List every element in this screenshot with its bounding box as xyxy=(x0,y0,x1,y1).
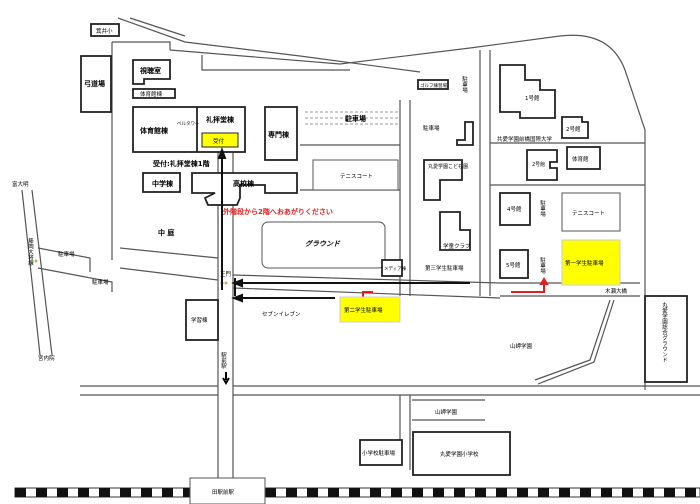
arrow-down-icon xyxy=(222,372,230,385)
bell-tower-label: ベルタワー xyxy=(177,120,200,127)
sports-ground-label: 丸愛学園総合グラウンド xyxy=(661,301,668,363)
tomi-label: 富大明 xyxy=(12,180,29,188)
minoi-elementary-label: 箕井小 xyxy=(96,27,113,35)
student-parking3-label: 第三学生駐車場 xyxy=(425,264,464,272)
bldg2c-label: 2号館 xyxy=(532,161,545,168)
junior-high-label: 中学棟 xyxy=(152,179,174,188)
to-station-label: 駅前駅 xyxy=(220,352,227,370)
yamazaki2-label: 山岬学園 xyxy=(435,408,458,416)
reception-label: 受付 xyxy=(213,137,225,145)
parking4-label: 駐車場 xyxy=(539,199,546,218)
courtyard-label: 中 庭 xyxy=(158,228,175,237)
railway-tie xyxy=(580,488,591,497)
golf-label: ゴルフ練習場 xyxy=(420,82,447,89)
railway-tie xyxy=(664,488,675,497)
railway-tie xyxy=(328,488,339,497)
railway-tie xyxy=(162,488,173,497)
parking-l1-label: 駐車場 xyxy=(58,250,75,258)
railway-tie xyxy=(475,488,486,497)
student-parking1-area xyxy=(561,239,621,286)
railway-tie xyxy=(183,488,194,497)
railway-tie xyxy=(496,488,507,497)
station-label: 田駅前駅 xyxy=(212,488,235,496)
railway-tie xyxy=(141,488,152,497)
traffic-light-icon xyxy=(30,259,38,263)
railway-tie xyxy=(307,488,318,497)
main-gate-label: 正門 xyxy=(220,271,232,278)
railway-tie xyxy=(538,488,549,497)
stairs-note: 外階段から2階へおあがりください xyxy=(223,207,333,216)
railway-tie xyxy=(433,488,444,497)
railway-tie xyxy=(454,488,465,497)
railway-tie xyxy=(370,488,381,497)
chapel-label: 礼拝堂棟 xyxy=(206,115,235,124)
gym-small-label: 体育館棟 xyxy=(140,90,163,98)
railway-tie xyxy=(99,488,110,497)
railway-tie xyxy=(286,488,297,497)
railway-tie xyxy=(643,488,654,497)
parking2-label: 駐車場 xyxy=(423,124,440,132)
reception-box xyxy=(201,132,239,148)
yamazaki1-label: 山岬学園 xyxy=(510,342,533,350)
railway-tie xyxy=(57,488,68,497)
gakudo-label: 学童クラブ xyxy=(443,242,471,250)
railway-tie xyxy=(78,488,89,497)
tennis2-label: テニスコート xyxy=(572,210,605,217)
gymnasium-label: 体育館 xyxy=(572,155,589,163)
railway-tie xyxy=(559,488,570,497)
specialty-label: 専門棟 xyxy=(268,130,290,139)
parking-l2-label: 駐車場 xyxy=(92,278,109,286)
seven-eleven-label: セブンイレブン xyxy=(262,310,301,318)
elem-parking-label: 小学校駐車場 xyxy=(362,449,396,457)
railway-tie xyxy=(412,488,423,497)
reception-note: 受付:礼拝堂棟1階 xyxy=(153,159,210,168)
student-parking1-label: 第一学生駐車場 xyxy=(565,259,604,267)
bldg5-label: 5号館 xyxy=(506,261,521,269)
kyudojo-label: 弓道場 xyxy=(84,79,105,88)
parking-v-label: 駐車場 xyxy=(461,75,468,94)
fujioka-line-label: 藤岡大将線 xyxy=(27,237,34,266)
railway-tie xyxy=(622,488,633,497)
bldg2-label: 2号館 xyxy=(566,125,581,133)
university-label-1: 共愛学園前橋国際大学 xyxy=(497,135,553,143)
bldg1-label: 1号館 xyxy=(525,94,540,102)
railway-tie xyxy=(36,488,47,497)
student-parking2-label: 第二学生駐車場 xyxy=(344,306,383,314)
media-label: メディア棟 xyxy=(384,265,407,272)
kise-bridge-label: 木瀬大橋 xyxy=(605,287,628,295)
gym-label: 体育館棟 xyxy=(140,126,169,135)
ground-label: グラウンド xyxy=(305,239,341,248)
railway-tie xyxy=(265,488,276,497)
high-school-label: 高校棟 xyxy=(233,179,255,188)
miyauchi-label: 宮内院 xyxy=(38,354,55,362)
daycare-label: 丸愛学園こども園 xyxy=(428,163,468,170)
railway-tie xyxy=(120,488,131,497)
route-arrows xyxy=(217,147,470,303)
student-parking2-area xyxy=(339,296,401,323)
railway-tie xyxy=(601,488,612,497)
railway-tie xyxy=(15,488,26,497)
railway xyxy=(14,487,700,498)
bldg4-label: 4号館 xyxy=(507,205,522,213)
railway-tie xyxy=(391,488,402,497)
av-room-label: 視聴室 xyxy=(139,66,161,75)
tennis1-label: テニスコート xyxy=(340,173,373,180)
parking5-label: 駐車場 xyxy=(539,256,546,275)
parking1-label: 駐車場 xyxy=(345,114,366,123)
elem-school-label: 丸愛学園小学校 xyxy=(440,450,479,458)
railway-tie xyxy=(685,488,696,497)
railway-tie xyxy=(517,488,528,497)
study-hall-label: 学習棟 xyxy=(191,316,208,324)
railway-tie xyxy=(349,488,360,497)
